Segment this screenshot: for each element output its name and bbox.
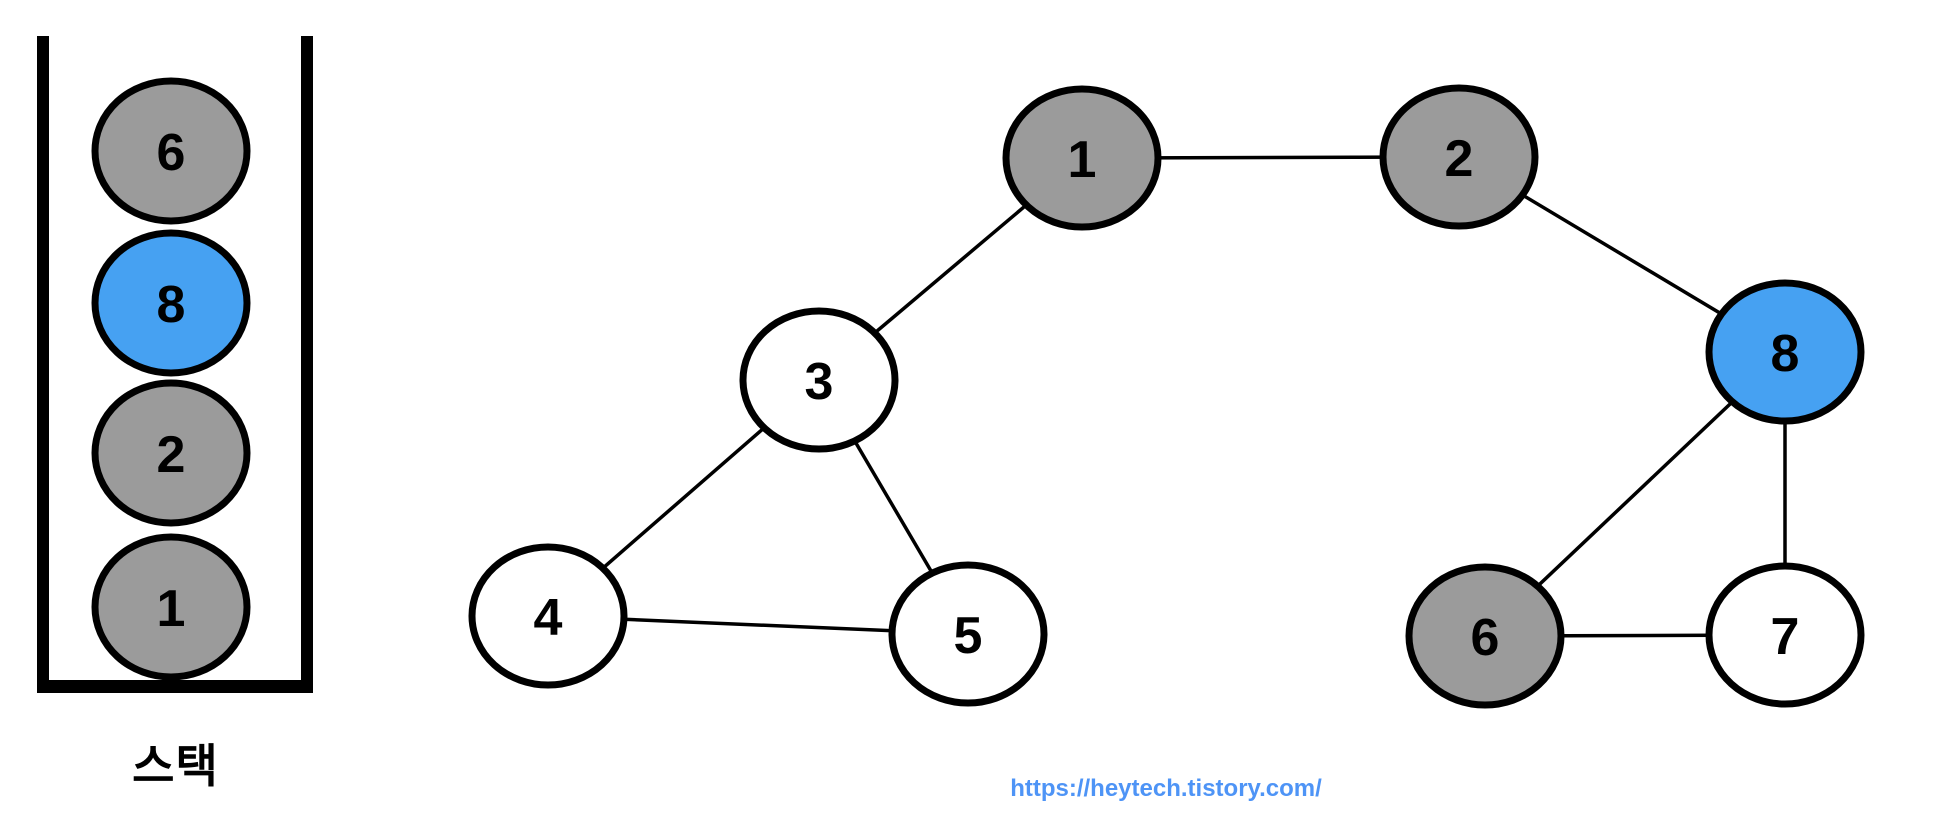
graph-node-1 [1002,85,1162,231]
stack-item-label-1: 1 [157,580,186,638]
graph-node-label-1: 1 [1068,131,1097,189]
stack-wall-left [37,36,49,693]
graph-node-label-7: 7 [1771,608,1800,666]
graph-node-label-8: 8 [1771,325,1800,383]
graph-node-4 [468,543,628,689]
stack-item-label-8: 8 [157,276,186,334]
graph-node-label-5: 5 [954,607,983,665]
graph-node-7 [1705,562,1865,708]
stack-item-2 [91,379,251,527]
graph-node-label-6: 6 [1471,609,1500,667]
site-link[interactable]: https://heytech.tistory.com/ [1010,775,1322,802]
graph-node-label-2: 2 [1445,130,1474,188]
graph-node-8 [1705,279,1865,425]
graph-node-5 [888,561,1048,707]
stack-wall-right [301,36,313,693]
stack-item-label-6: 6 [157,124,186,182]
graph-node-label-4: 4 [534,589,563,647]
graph-node-label-3: 3 [805,353,834,411]
stack-label: 스택 [132,740,219,792]
stack-item-6 [91,77,251,225]
graph-node-6 [1405,563,1565,709]
stack-base [37,680,313,693]
stack-item-8 [91,229,251,377]
graph-node-2 [1379,84,1539,230]
stack-item-label-2: 2 [157,426,186,484]
graph-node-3 [739,307,899,453]
stack-item-1 [91,533,251,681]
